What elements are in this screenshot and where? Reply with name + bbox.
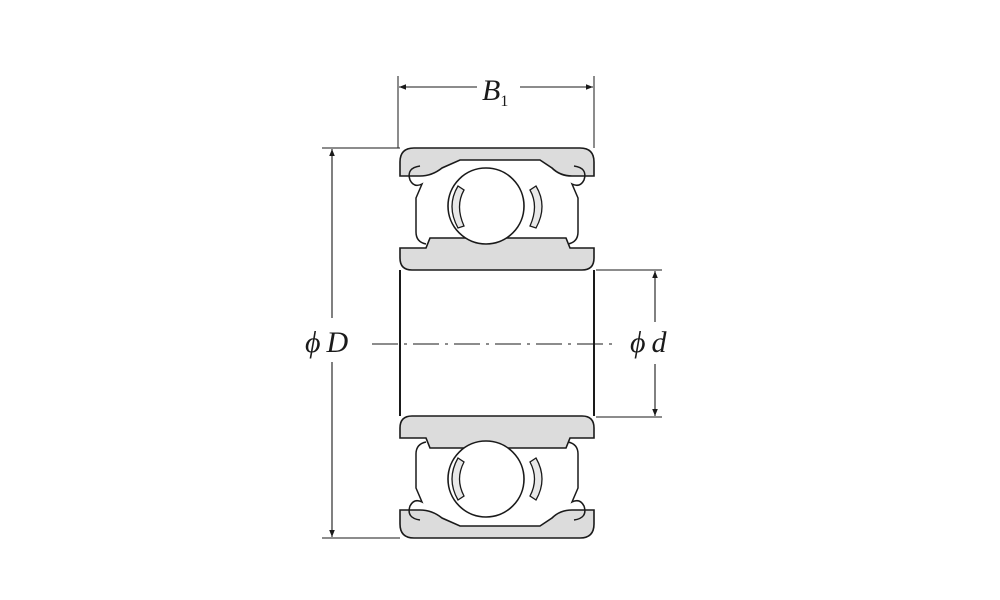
outer-ring-top (399, 147, 595, 177)
shield-bottom-right (567, 441, 586, 521)
cage-top-right (529, 185, 543, 229)
cage-bottom-left (451, 457, 465, 501)
width-dimension: B1 (397, 74, 595, 148)
outer-ring-bottom (399, 509, 595, 539)
bearing-body (372, 147, 612, 539)
shield-top-left (408, 165, 427, 245)
cage-top-left (451, 185, 465, 229)
inner-ring-top (399, 237, 595, 271)
ball-top (447, 167, 525, 245)
inner-ring-bottom (399, 415, 595, 449)
ball-bottom (447, 440, 525, 518)
cage-bottom-right (529, 457, 543, 501)
shield-bottom-left (408, 441, 427, 521)
top-section (399, 147, 595, 271)
shield-top-right (567, 165, 586, 245)
width-label: B1 (482, 74, 508, 110)
bottom-section (399, 415, 595, 539)
